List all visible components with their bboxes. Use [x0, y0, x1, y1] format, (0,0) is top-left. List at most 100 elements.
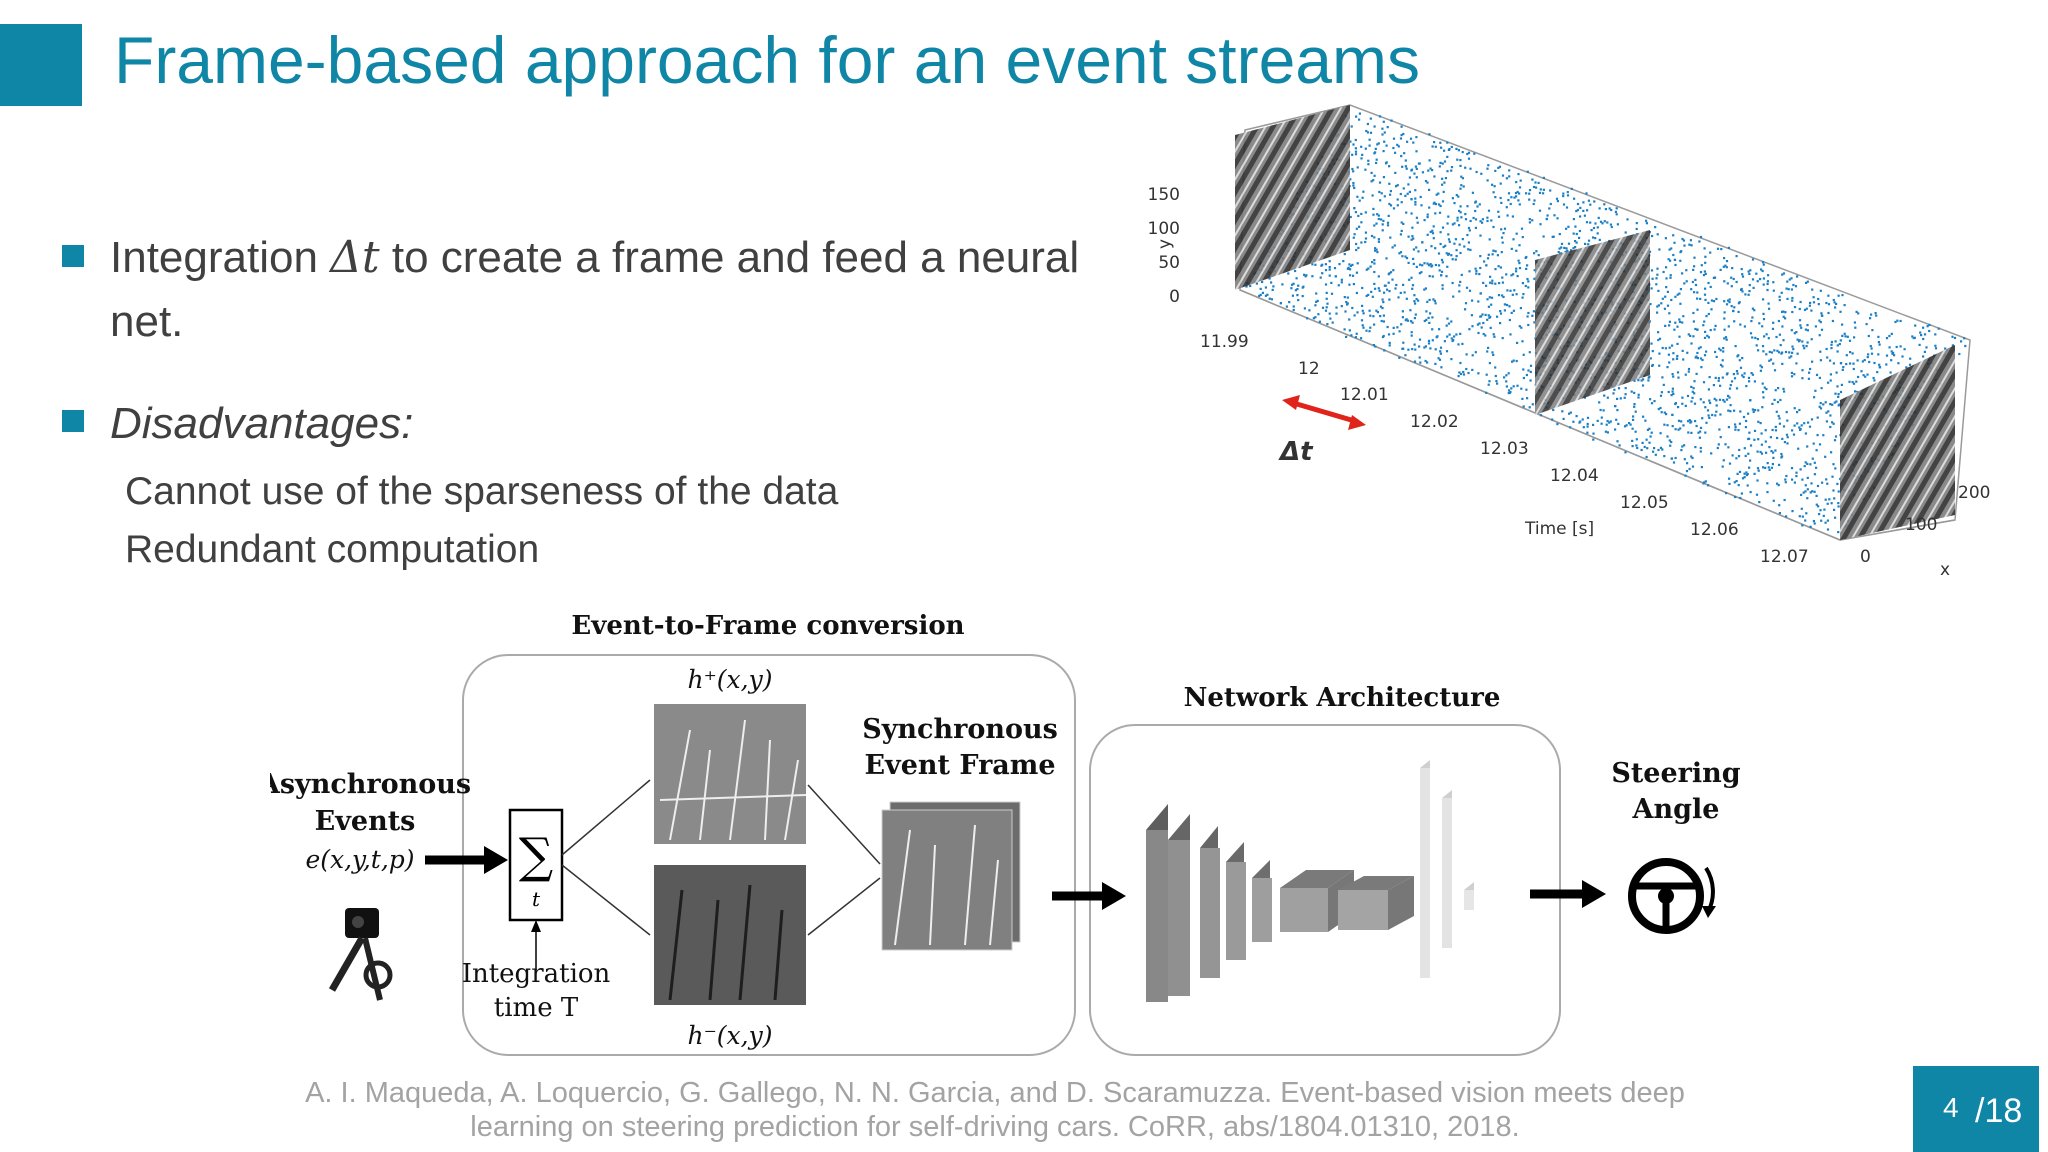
event-point: [1756, 450, 1759, 453]
event-point: [1582, 201, 1585, 204]
event-point: [1896, 319, 1899, 322]
event-point: [1377, 238, 1380, 241]
event-point: [1374, 147, 1377, 150]
integration-time-label: time T: [494, 993, 579, 1023]
event-point: [1737, 302, 1740, 305]
event-point: [1707, 336, 1710, 339]
event-point: [1792, 348, 1795, 351]
event-point: [1829, 373, 1832, 376]
event-point: [1270, 281, 1273, 284]
event-point: [1692, 335, 1695, 338]
event-point: [1868, 360, 1871, 364]
event-point: [1488, 296, 1491, 299]
event-point: [1655, 277, 1658, 280]
event-point: [1624, 231, 1627, 234]
event-point: [1615, 207, 1618, 210]
event-point: [1680, 420, 1683, 423]
event-point: [1443, 149, 1446, 152]
event-point: [1671, 387, 1674, 390]
event-point: [1704, 298, 1707, 301]
event-point: [1458, 243, 1461, 246]
event-point: [1689, 239, 1692, 242]
event-point: [1409, 137, 1413, 140]
event-point: [1814, 389, 1817, 392]
event-point: [1790, 375, 1794, 378]
event-point: [1712, 384, 1715, 387]
event-point: [1691, 280, 1694, 284]
event-point: [1370, 171, 1373, 174]
event-point: [1491, 351, 1494, 354]
event-point: [1261, 291, 1264, 294]
event-point: [1432, 225, 1435, 228]
event-point: [1682, 239, 1685, 242]
event-point: [1729, 384, 1732, 387]
event-point: [1841, 334, 1844, 337]
event-point: [1897, 362, 1900, 365]
event-point: [1549, 202, 1552, 206]
event-point: [1551, 235, 1554, 238]
event-point: [1419, 361, 1422, 364]
event-point: [1291, 283, 1294, 286]
subpoint-redundant: Redundant computation: [125, 528, 540, 571]
event-point: [1459, 187, 1462, 190]
event-point: [1534, 181, 1537, 184]
event-point: [1816, 484, 1820, 488]
event-point: [1596, 232, 1599, 235]
event-point: [1812, 296, 1815, 299]
event-point: [1650, 402, 1654, 405]
event-point: [1753, 429, 1757, 432]
event-point: [1691, 456, 1694, 460]
event-point: [1429, 312, 1432, 315]
event-point: [1501, 174, 1505, 177]
event-point: [1528, 351, 1531, 354]
event-point: [1679, 288, 1682, 291]
event-point: [1853, 321, 1856, 324]
event-point: [1818, 513, 1821, 516]
event-point: [1852, 367, 1855, 371]
event-point: [1432, 298, 1435, 301]
event-point: [1803, 422, 1806, 425]
event-point: [1500, 251, 1503, 254]
event-point: [1480, 172, 1483, 175]
event-point: [1951, 335, 1954, 338]
event-point: [1714, 376, 1717, 379]
event-point: [1824, 521, 1827, 524]
event-point: [1774, 425, 1777, 428]
event-point: [1486, 318, 1489, 321]
event-point: [1486, 179, 1489, 182]
event-point: [1373, 224, 1376, 227]
event-point: [1493, 335, 1496, 338]
event-point: [1749, 332, 1753, 335]
event-point: [1697, 431, 1700, 434]
event-point: [1431, 264, 1434, 267]
event-point: [1677, 376, 1680, 379]
event-point: [1666, 424, 1669, 427]
event-point: [1736, 472, 1739, 475]
event-point: [1785, 433, 1789, 436]
event-point: [1690, 431, 1693, 434]
event-point: [1849, 362, 1852, 365]
event-point: [1383, 131, 1386, 134]
event-point: [1833, 439, 1837, 442]
event-point: [1818, 334, 1821, 337]
event-point: [1403, 152, 1406, 155]
event-point: [1596, 419, 1599, 422]
event-point: [1836, 350, 1839, 353]
event-point: [1467, 241, 1470, 244]
positive-event-frame: [654, 704, 806, 844]
event-point: [1270, 298, 1273, 301]
event-point: [1667, 390, 1670, 394]
event-point: [1434, 348, 1437, 351]
event-point: [1440, 270, 1444, 273]
event-point: [1911, 335, 1914, 338]
event-point: [1899, 345, 1902, 348]
event-point: [1410, 334, 1413, 337]
event-point: [1532, 310, 1535, 313]
event-point: [1662, 383, 1665, 386]
event-point: [1453, 242, 1456, 245]
event-point: [1743, 447, 1746, 450]
event-point: [1463, 245, 1466, 248]
event-point: [1426, 300, 1429, 303]
event-point: [1676, 342, 1679, 345]
event-point: [1737, 354, 1740, 357]
